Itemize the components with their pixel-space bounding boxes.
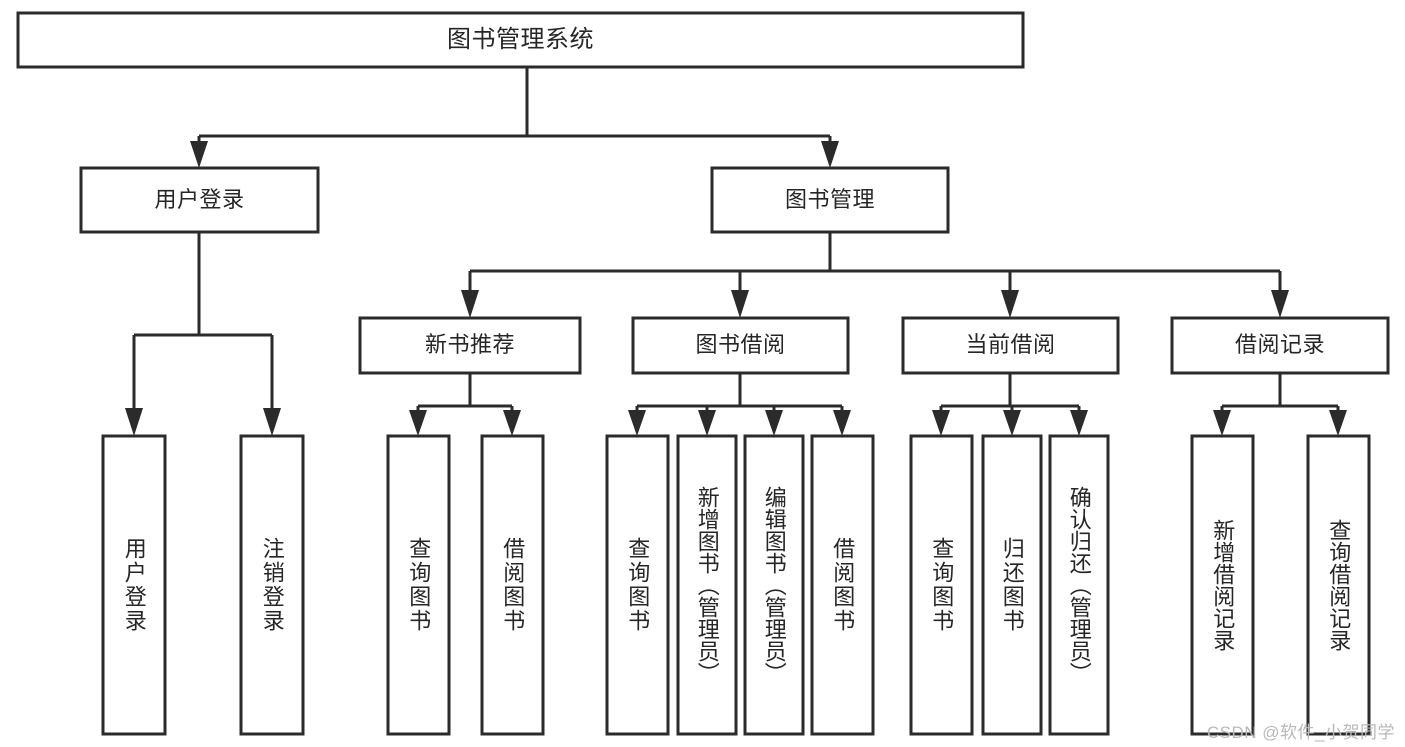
connector-borrowrecord-to-leaves [1213,373,1347,436]
node-box-level3-2[interactable] [901,316,1120,375]
node-box-leaf-10[interactable] [1048,434,1110,736]
arrow-head-leaf-12 [1329,410,1347,436]
node-box-level2-0[interactable] [79,166,320,234]
node-box-leaf-2[interactable] [386,434,451,736]
arrow-head-leaf-0 [125,408,143,436]
arrow-head-leaf-6 [765,410,783,436]
arrow-head-leaf-4 [628,410,646,436]
node-box-level3-3[interactable] [1170,316,1390,375]
arrow-head-leaf-5 [698,410,716,436]
arrow-head-leaf-8 [932,410,950,436]
connector-currentborrow-to-leaves [932,373,1088,436]
node-box-leaf-9[interactable] [981,434,1043,736]
connector-bookborrow-to-leaves [628,373,851,436]
node-box-leaf-7[interactable] [810,434,875,736]
csdn-watermark: CSDN @软件_小贺同学 [1206,723,1395,742]
arrow-head-leaf-7 [833,410,851,436]
arrow-head-leaf-2 [409,410,427,436]
arrow-head-level3-0 [461,290,479,318]
connector-userlogin-to-leaves [125,232,281,436]
connector-root-to-level2 [190,67,839,168]
node-box-leaf-11[interactable] [1190,434,1255,736]
node-box-leaf-5[interactable] [676,434,738,736]
node-box-level2-1[interactable] [710,166,950,234]
arrow-head-leaf-3 [503,410,521,436]
node-box-leaf-12[interactable] [1306,434,1371,736]
node-box-level3-1[interactable] [631,316,850,375]
node-box-leaf-0[interactable] [101,434,167,736]
node-box-leaf-1[interactable] [239,434,305,736]
node-box-root[interactable] [16,11,1025,69]
node-box-level3-0[interactable] [358,316,582,375]
arrow-head-leaf-9 [1003,410,1021,436]
arrow-head-leaf-11 [1213,410,1231,436]
arrow-head-leaf-1 [263,408,281,436]
arrow-head-level2-0 [190,141,208,168]
node-boxes [16,11,1390,736]
connector-newbook-to-leaves [409,373,521,436]
node-box-leaf-4[interactable] [605,434,670,736]
node-box-leaf-3[interactable] [480,434,545,736]
arrow-head-level3-1 [731,290,749,318]
node-box-leaf-8[interactable] [909,434,974,736]
arrow-head-level2-1 [821,141,839,168]
arrow-head-level3-3 [1271,290,1289,318]
node-box-leaf-6[interactable] [743,434,805,736]
arrow-head-level3-2 [1001,290,1019,318]
arrow-head-leaf-10 [1070,410,1088,436]
connector-level2-to-level3 [461,232,1289,318]
